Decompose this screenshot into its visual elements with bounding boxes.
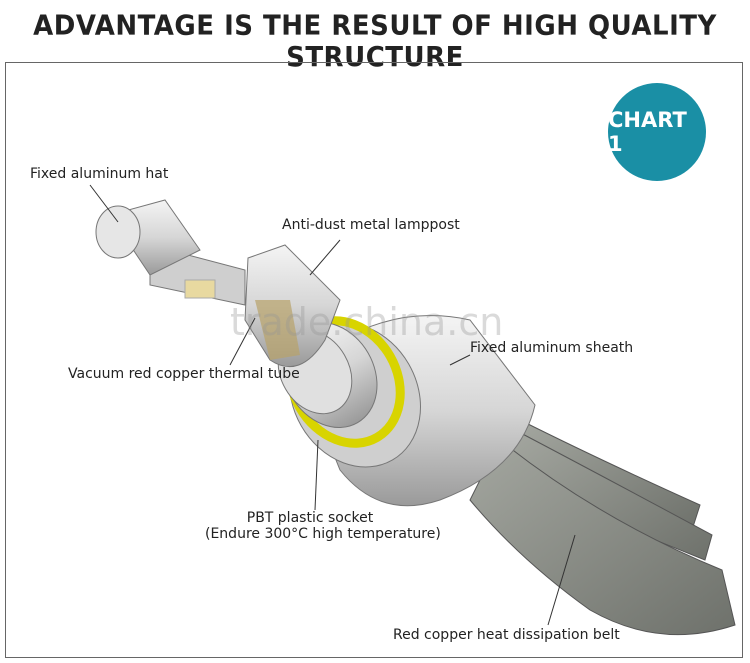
label-plastic-socket: PBT plastic socket (Endure 300°C high te… <box>205 510 441 542</box>
leader-lines <box>89 184 576 626</box>
diagram-frame <box>5 62 743 658</box>
aluminum-hat <box>95 199 201 276</box>
label-thermal-tube: Vacuum red copper thermal tube <box>68 366 300 382</box>
metal-lamppost <box>244 244 341 368</box>
label-fixed-aluminum-hat: Fixed aluminum hat <box>30 166 169 182</box>
chart-badge: CHART 1 <box>608 83 706 181</box>
label-aluminum-sheath: Fixed aluminum sheath <box>470 340 634 356</box>
label-socket-line1: PBT plastic socket <box>246 510 374 526</box>
label-anti-dust-lamppost: Anti-dust metal lamppost <box>282 217 460 233</box>
heat-dissipation-belts <box>469 419 736 636</box>
label-socket-line2: (Endure 300°C high temperature) <box>205 526 441 542</box>
page-title: ADVANTAGE IS THE RESULT OF HIGH QUALITY … <box>33 10 717 74</box>
label-heat-dissipation-belt: Red copper heat dissipation belt <box>393 627 620 643</box>
watermark: trade.china.cn <box>230 300 504 344</box>
